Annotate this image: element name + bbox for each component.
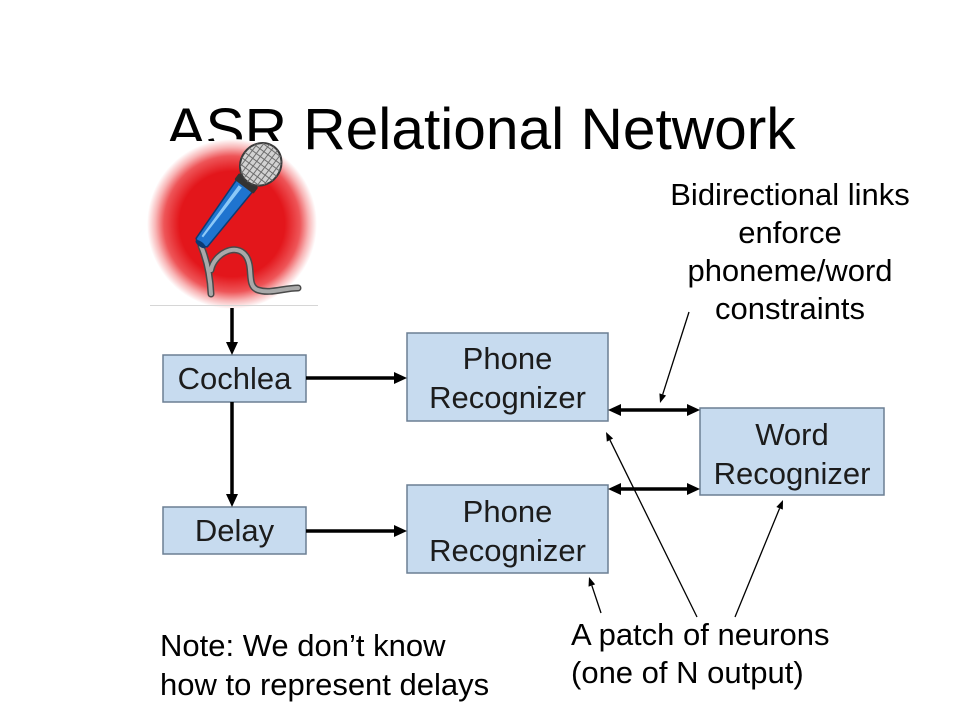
- node-label-line-2: Recognizer: [429, 533, 586, 568]
- arrow-cochlea-to-phone-recognizer: [306, 372, 407, 384]
- node-box: [699, 407, 885, 496]
- annotation-bidirectional-links: Bidirectional links enforce phoneme/word…: [670, 177, 910, 326]
- bidirectional-link-bottom: [608, 483, 700, 495]
- annotation-line: phoneme/word: [687, 253, 892, 288]
- arrow-delay-to-phone-recognizer: [306, 525, 407, 537]
- annotation-line: enforce: [738, 215, 841, 250]
- node-box: [406, 484, 609, 574]
- pointer-line: [734, 508, 781, 618]
- annotation-neuron-patch: A patch of neurons (one of N output): [571, 617, 830, 690]
- pointer-head: [606, 432, 614, 442]
- bidirectional-link-top: [608, 404, 700, 416]
- node-box: [162, 506, 307, 555]
- node-label-line-2: Recognizer: [714, 456, 871, 491]
- pointer-to-phone-recognizer-bottom: [588, 577, 602, 614]
- arrowhead: [394, 525, 407, 537]
- microphone-collar: [234, 173, 258, 194]
- microphone-mesh: [232, 135, 290, 193]
- microphone-image: [147, 135, 318, 309]
- microphone-icon: [195, 135, 290, 249]
- pointer-head: [659, 393, 667, 403]
- pointer-line: [662, 311, 690, 395]
- arrowhead-left: [608, 404, 621, 416]
- node-box: [162, 354, 307, 403]
- node-label-line-1: Phone: [463, 494, 553, 529]
- node-box: [406, 332, 609, 422]
- node-label: Delay: [195, 513, 275, 548]
- annotation-line: A patch of neurons: [571, 617, 830, 652]
- node-label-line-1: Phone: [463, 341, 553, 376]
- arrow-cochlea-to-delay: [226, 402, 238, 507]
- pointer-to-bidirectional-link: [659, 311, 690, 403]
- pointer-line: [591, 585, 602, 614]
- arrowhead: [394, 372, 407, 384]
- node-cochlea: Cochlea: [162, 354, 307, 403]
- cord-core: [199, 244, 213, 296]
- pointer-head: [776, 500, 783, 510]
- annotation-line: how to represent delays: [160, 667, 489, 702]
- pointer-head: [588, 577, 596, 587]
- microphone-cord: [197, 242, 302, 298]
- cord-core: [209, 248, 300, 294]
- arrowhead-right: [687, 483, 700, 495]
- annotation-line: constraints: [715, 291, 865, 326]
- red-glow: [147, 139, 317, 309]
- annotation-line: (one of N output): [571, 655, 804, 690]
- node-label-line-2: Recognizer: [429, 380, 586, 415]
- node-phone-recognizer-top: Phone Recognizer: [406, 332, 609, 422]
- node-word-recognizer: Word Recognizer: [699, 407, 885, 496]
- node-delay: Delay: [162, 506, 307, 555]
- node-label: Cochlea: [178, 361, 292, 396]
- pointer-to-word-recognizer: [734, 500, 783, 618]
- microphone-end-cap: [195, 240, 206, 249]
- arrowhead: [226, 342, 238, 355]
- pointer-to-phone-recognizer-top: [606, 432, 698, 618]
- node-label-line-1: Word: [755, 417, 829, 452]
- annotation-line: Note: We don’t know: [160, 628, 446, 663]
- microphone-highlight: [201, 185, 242, 238]
- node-phone-recognizer-bottom: Phone Recognizer: [406, 484, 609, 574]
- arrow-microphone-to-cochlea: [226, 308, 238, 355]
- arrowhead-left: [608, 483, 621, 495]
- arrowhead-right: [687, 404, 700, 416]
- arrowhead: [226, 494, 238, 507]
- pointer-line: [609, 439, 698, 618]
- annotation-delay-note: Note: We don’t know how to represent del…: [160, 628, 489, 702]
- annotation-line: Bidirectional links: [670, 177, 910, 212]
